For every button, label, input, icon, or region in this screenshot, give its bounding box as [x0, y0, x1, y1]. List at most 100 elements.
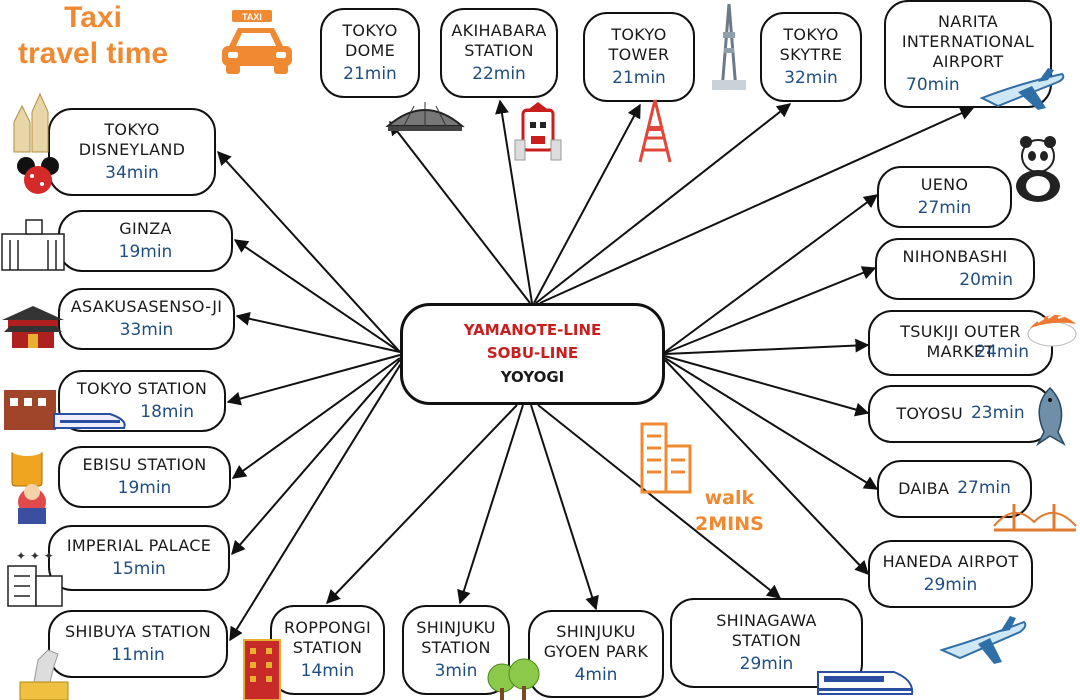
node-time: 4min — [574, 664, 618, 685]
arrow-tokyo-station — [226, 354, 401, 406]
node-tsukiji-outer-market: TSUKIJI OUTER MARKET 24min — [868, 310, 1053, 376]
node-name: TOKYO DOME — [342, 20, 398, 60]
node-name: SHINAGAWA STATION — [716, 610, 817, 650]
node-time: 23min — [970, 403, 1025, 424]
panda-icon — [1016, 136, 1060, 202]
arrow-asakusa — [235, 311, 401, 353]
node-imperial-palace: IMPERIAL PALACE 15min — [48, 525, 230, 591]
train-icon — [4, 390, 126, 430]
arrow-shinagawa — [537, 404, 782, 599]
node-time: 29min — [923, 574, 978, 595]
arrow-roppongi — [326, 404, 518, 605]
arrow-ebisu — [231, 357, 401, 479]
arrow-disneyland — [217, 150, 401, 353]
node-tokyo-tower: TOKYO TOWER 21min — [583, 12, 695, 102]
node-nihonbashi: NIHONBASHI 20min — [875, 238, 1035, 300]
node-time: 3min — [434, 660, 478, 681]
arrow-ginza — [233, 239, 401, 353]
node-time: 34min — [105, 162, 159, 183]
arrow-haneda — [664, 359, 869, 576]
tower-icon — [638, 99, 672, 163]
arrow-ueno — [664, 194, 879, 353]
arrow-akihabara — [495, 99, 533, 304]
statue-icon — [19, 649, 69, 700]
node-time: 15min — [112, 558, 166, 579]
center-line-2: SOBU-LINE — [486, 344, 579, 363]
taxi-icon: TAXI — [222, 10, 292, 74]
node-time: 20min — [959, 269, 1013, 290]
svg-text:✦ ✦ ✦: ✦ ✦ ✦ — [16, 549, 54, 563]
airplane-icon — [979, 68, 1065, 110]
node-roppongi-station: ROPPONGI STATION 14min — [270, 605, 385, 695]
node-time: 29min — [739, 653, 794, 674]
node-tokyo-skytree: TOKYO SKYTRE 32min — [760, 12, 862, 102]
arrow-tokyo-tower — [533, 103, 641, 304]
node-time: 24min — [975, 342, 1029, 363]
walk-text: walk — [704, 487, 755, 509]
castle-icon — [13, 92, 59, 194]
train-icon — [817, 671, 914, 695]
node-name: DAIBA — [898, 479, 950, 498]
node-time: 11min — [111, 644, 165, 665]
node-name: TOKYO SKYTRE — [779, 24, 843, 64]
node-name: SHINJUKU STATION — [416, 617, 496, 657]
building-icon — [1, 219, 65, 271]
node-name: TOKYO DISNEYLAND — [78, 119, 186, 159]
node-time: 32min — [784, 67, 838, 88]
node-name: TOYOSU — [896, 404, 963, 423]
node-name: ASAKUSASENSO-JI — [70, 296, 223, 316]
arrow-shinjuku — [457, 404, 524, 605]
node-name: GINZA — [119, 218, 172, 238]
node-name: TSUKIJI OUTER MARKET — [900, 322, 1021, 362]
node-time: 18min — [140, 401, 194, 422]
dome-icon — [385, 102, 465, 131]
node-name: ROPPONGI STATION — [283, 617, 372, 657]
node-name: HANEDA AIRPOT — [882, 551, 1019, 571]
node-time: 19min — [118, 241, 173, 262]
walk-duration: 2MINS — [695, 513, 764, 535]
title-line-1: Taxi — [64, 1, 122, 34]
node-name: AKIHABARA STATION — [451, 20, 547, 60]
walk-label: walk 2MINS — [695, 485, 764, 537]
building-icon — [243, 639, 281, 700]
node-name: TOKYO STATION — [76, 378, 208, 398]
node-name: EBISU STATION — [82, 454, 207, 474]
skytree-icon — [712, 3, 746, 91]
arrow-imperial-palace — [231, 359, 401, 556]
node-shinjuku-gyoen: SHINJUKU GYOEN PARK 4min — [528, 610, 664, 698]
arrow-tokyo-skytree — [535, 103, 792, 304]
node-tokyo-dome: TOKYO DOME 21min — [320, 8, 420, 98]
node-akihabara: AKIHABARA STATION 22min — [440, 8, 558, 98]
center-station-name: YOYOGI — [500, 367, 565, 386]
airplane-icon — [939, 616, 1027, 664]
node-ginza: GINZA 19min — [58, 210, 233, 272]
center-station-node: YAMANOTE-LINE SOBU-LINE YOYOGI — [400, 303, 665, 405]
node-time: 27min — [957, 478, 1011, 499]
bridge-icon — [993, 504, 1077, 532]
node-tokyo-disneyland: TOKYO DISNEYLAND 34min — [48, 108, 216, 196]
node-time: 27min — [917, 197, 972, 218]
node-toyosu: TOYOSU 23min — [868, 385, 1053, 443]
title-line-2: travel time — [18, 37, 169, 70]
node-name: NARITA INTERNATIONAL AIRPORT — [901, 11, 1035, 71]
node-haneda-airport: HANEDA AIRPOT 29min — [868, 540, 1033, 608]
node-time: 70min — [906, 74, 960, 95]
arrow-tsukiji — [664, 338, 870, 355]
building-icon — [640, 422, 692, 494]
node-shinagawa-station: SHINAGAWA STATION 29min — [670, 598, 863, 688]
taxi-sign-label: TAXI — [242, 12, 262, 22]
node-name: IMPERIAL PALACE — [66, 535, 212, 555]
robot-statue-icon — [514, 102, 562, 161]
node-time: 14min — [300, 660, 355, 681]
temple-icon — [2, 306, 64, 348]
node-time: 22min — [472, 63, 526, 84]
arrow-shibuya — [229, 361, 403, 642]
node-name: SHINJUKU GYOEN PARK — [543, 621, 649, 661]
fish-icon — [1036, 386, 1066, 447]
node-time: 21min — [343, 63, 397, 84]
arrow-shinjuku-gyoen — [530, 404, 599, 611]
node-time: 21min — [612, 67, 666, 88]
node-ebisu-station: EBISU STATION 19min — [58, 446, 231, 508]
tree-icon — [487, 658, 540, 700]
